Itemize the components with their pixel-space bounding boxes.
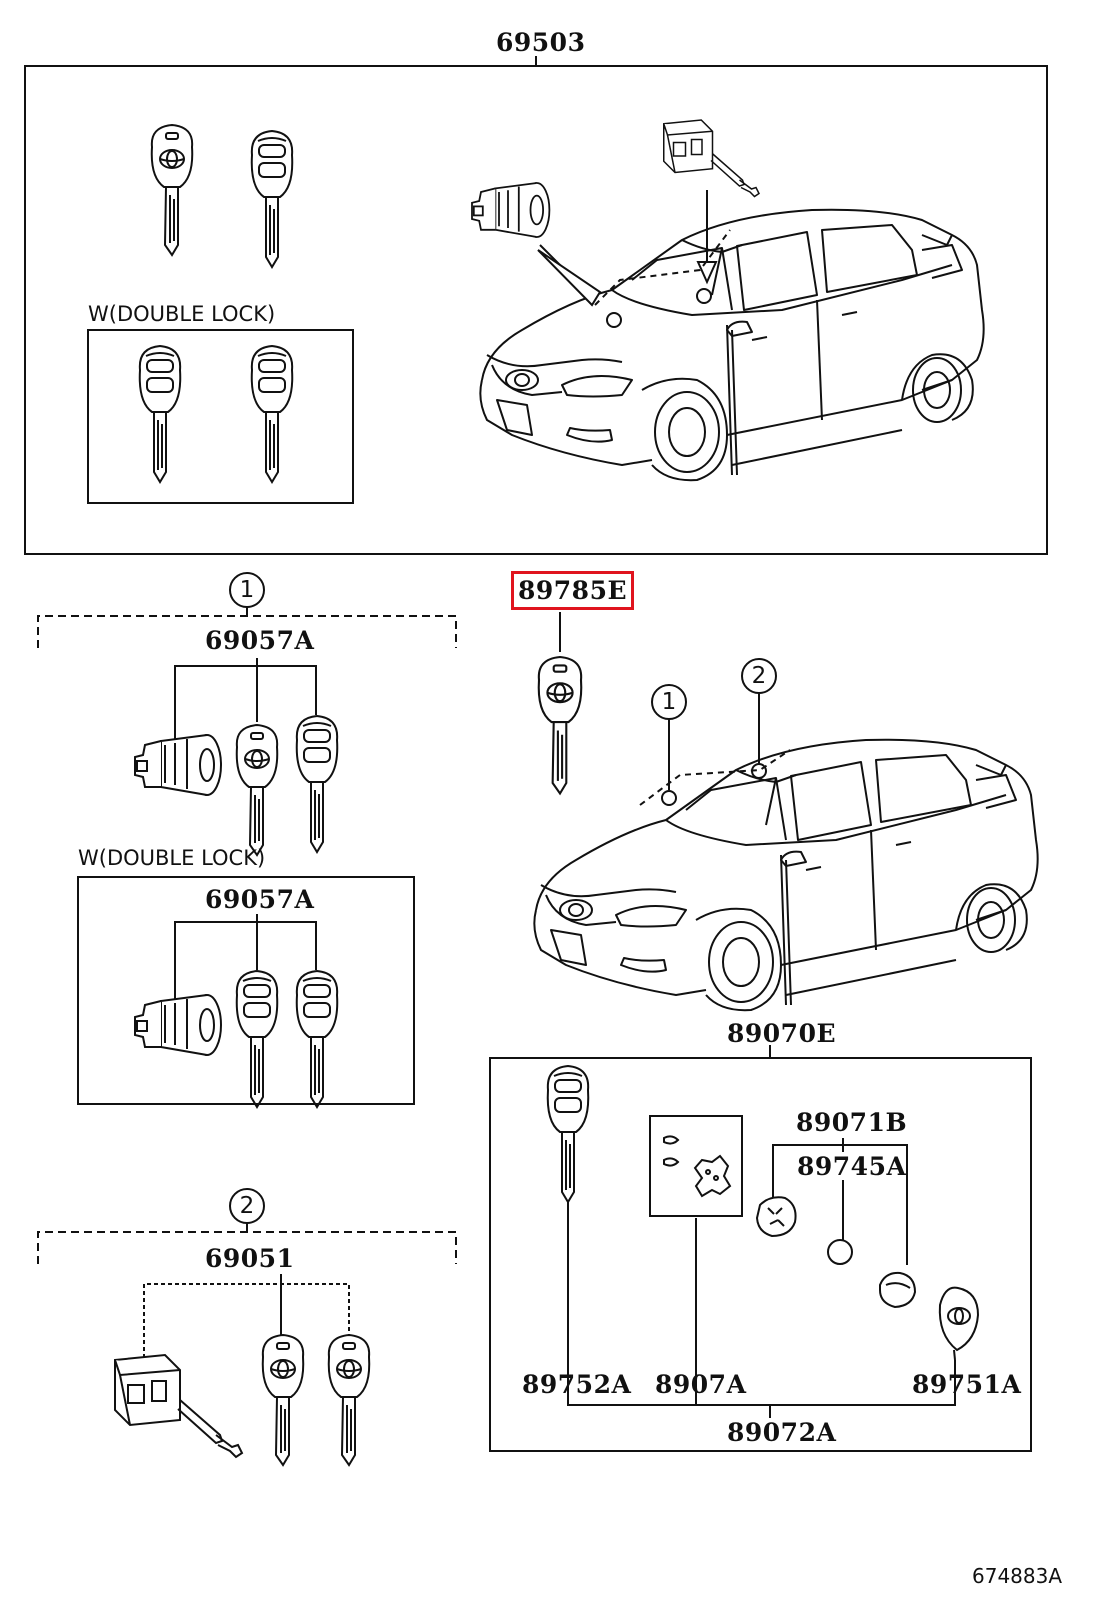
key-toyota-69051-a: [261, 1334, 305, 1466]
label-69051: 69051: [205, 1244, 295, 1273]
key-toyota-89785e: [537, 655, 583, 795]
label-69503: 69503: [496, 28, 586, 57]
label-69057a-2: 69057A: [205, 885, 315, 914]
ignition-cylinder-69503: [471, 182, 551, 238]
callout-2-car: 2: [741, 658, 777, 694]
key-remote-69057a-1: [295, 715, 339, 853]
key-toyota-69503: [150, 124, 194, 256]
callout-1-car: 1: [651, 684, 687, 720]
key-remote-dl-a: [138, 345, 182, 483]
key-remote-69057a-3: [295, 970, 339, 1108]
label-8907a: 8907A: [655, 1370, 747, 1399]
key-toyota-69057a-1: [235, 724, 279, 856]
note-double-lock-mid: W(DOUBLE LOCK): [78, 846, 266, 870]
label-89070e: 89070E: [727, 1019, 837, 1048]
battery-89745a: [827, 1239, 853, 1265]
group-69503: [24, 56, 1048, 555]
key-toyota-69051-b: [327, 1334, 371, 1466]
label-89785e-highlighted[interactable]: 89785E: [510, 571, 635, 610]
remote-case-89751a: [938, 1286, 980, 1361]
key-remote-dl-b: [250, 345, 294, 483]
label-89752a: 89752A: [522, 1370, 632, 1399]
note-double-lock-top: W(DOUBLE LOCK): [88, 302, 276, 326]
diagram-id: 674883A: [972, 1564, 1063, 1588]
cylinder-69057a-2: [134, 994, 222, 1056]
car-middle: [533, 738, 1039, 1012]
cylinder-69057a-1: [134, 734, 222, 796]
label-89751a: 89751A: [912, 1370, 1022, 1399]
door-lock-69051: [114, 1354, 243, 1458]
label-69057a-1: 69057A: [205, 626, 315, 655]
cover-89071b: [879, 1271, 917, 1309]
key-remote-69057a-2: [235, 970, 279, 1108]
car-top: [479, 208, 985, 482]
group-89070e: [489, 1045, 1032, 1452]
group-69057a-double-lock: [77, 876, 415, 1105]
callout-1-left: 1: [229, 572, 265, 608]
callout-2-left: 2: [229, 1188, 265, 1224]
door-lock-69503: [663, 119, 760, 198]
label-89071b: 89071B: [796, 1108, 908, 1137]
label-89072a: 89072A: [727, 1418, 837, 1447]
key-remote-89752a: [546, 1065, 590, 1203]
keypad-8907a: [649, 1115, 743, 1217]
button-pad-89071b: [755, 1196, 797, 1238]
label-89745a: 89745A: [797, 1152, 907, 1181]
key-remote-69503-a: [250, 130, 294, 268]
